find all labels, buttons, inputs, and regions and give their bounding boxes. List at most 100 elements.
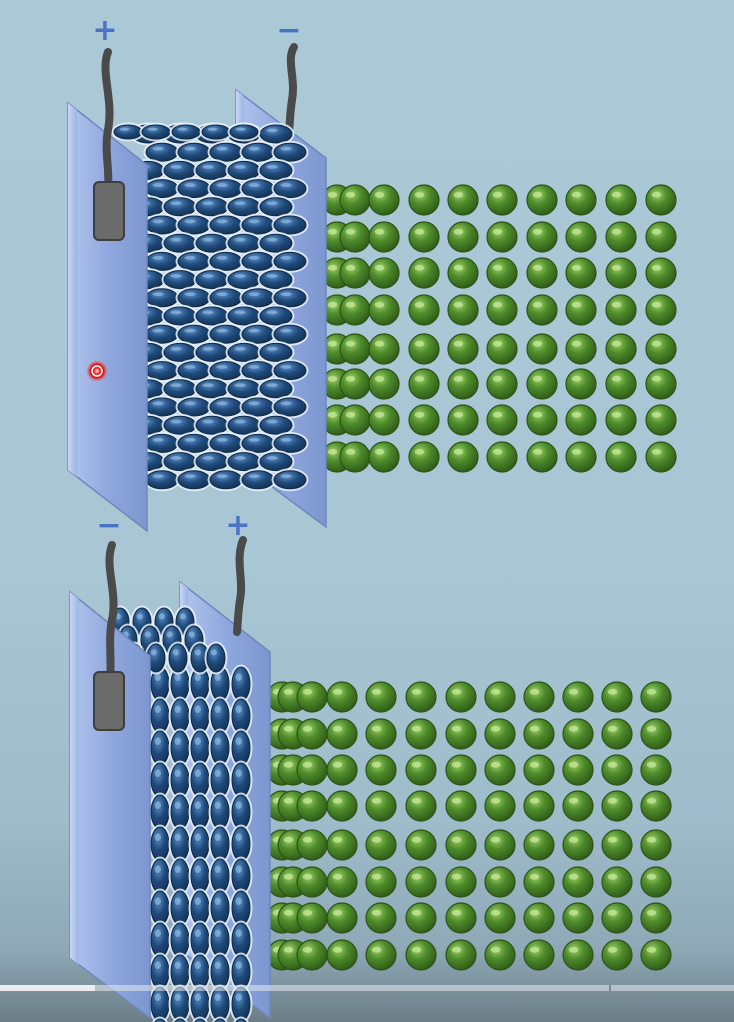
blue-ion — [241, 142, 275, 162]
blue-ion — [259, 342, 293, 362]
green-ion — [640, 718, 672, 750]
blue-ion-highlight — [280, 183, 292, 187]
blue-ion — [227, 233, 261, 253]
green-ion-highlight — [283, 909, 294, 916]
green-ion-highlight — [453, 340, 464, 347]
green-ion — [565, 333, 597, 365]
green-ion-highlight — [568, 946, 579, 953]
green-ion-highlight — [302, 761, 313, 768]
blue-ion-highlight — [248, 255, 260, 260]
green-ion — [326, 829, 358, 861]
green-ion-highlight — [414, 411, 425, 418]
blue-ion — [273, 361, 307, 381]
green-ion — [526, 221, 558, 253]
green-ion-highlight — [607, 946, 618, 953]
green-ion-highlight — [490, 946, 501, 953]
blue-ion-highlight — [214, 961, 221, 969]
green-ion-highlight — [345, 264, 356, 271]
green-ion — [605, 184, 637, 216]
green-ion — [447, 257, 479, 289]
green-ion-highlight — [414, 228, 425, 235]
green-ion-highlight — [332, 836, 343, 843]
green-ion-highlight — [332, 761, 343, 768]
green-ion-highlight — [529, 909, 540, 916]
green-ion — [526, 441, 558, 473]
green-ion-highlight — [453, 375, 464, 382]
blue-ion — [177, 179, 211, 199]
blue-ion-highlight — [234, 456, 246, 460]
green-ion — [486, 294, 518, 326]
green-ion-highlight — [492, 264, 503, 271]
green-ion-highlight — [492, 191, 503, 198]
green-ion — [484, 718, 516, 750]
blue-ion-highlight — [170, 237, 182, 242]
green-ion — [640, 902, 672, 934]
blue-ion — [177, 397, 211, 417]
blue-ion — [174, 1018, 186, 1022]
blue-ion-highlight — [194, 649, 201, 656]
blue-ion-highlight — [174, 961, 181, 969]
indicator-light — [86, 360, 108, 382]
blue-ion-highlight — [154, 705, 161, 713]
green-ion-highlight — [371, 836, 382, 843]
green-ion — [296, 939, 328, 971]
green-ion-highlight — [451, 836, 462, 843]
green-ion — [408, 221, 440, 253]
green-ion-highlight — [451, 725, 462, 732]
green-ion — [365, 939, 397, 971]
green-ion-highlight — [611, 228, 622, 235]
green-ion — [484, 754, 516, 786]
blue-ion — [171, 124, 201, 140]
blue-ion-highlight — [280, 255, 292, 260]
blue-ion — [163, 270, 197, 290]
green-ion-highlight — [607, 688, 618, 695]
green-ion — [605, 294, 637, 326]
green-ion — [408, 441, 440, 473]
blue-ion — [273, 324, 307, 344]
green-ion — [565, 221, 597, 253]
green-ion — [565, 368, 597, 400]
blue-ion — [170, 954, 190, 990]
green-ion-highlight — [283, 873, 294, 880]
green-ion-highlight — [411, 946, 422, 953]
green-ion — [484, 681, 516, 713]
blue-ion — [170, 986, 190, 1022]
video-progress-bar[interactable] — [0, 985, 734, 991]
blue-ion-highlight — [248, 146, 260, 151]
blue-ion-highlight — [266, 383, 278, 388]
green-ion-highlight — [283, 946, 294, 953]
green-ion-highlight — [651, 448, 662, 455]
blue-ion-highlight — [154, 737, 161, 745]
top-green-ions — [321, 184, 677, 473]
blue-ion-highlight — [210, 649, 217, 656]
blue-ion-highlight — [280, 292, 292, 297]
blue-ion — [231, 826, 251, 862]
blue-ion-highlight — [266, 274, 278, 278]
green-ion — [565, 184, 597, 216]
blue-ion — [210, 762, 230, 798]
blue-ion — [190, 858, 210, 894]
blue-ion — [177, 470, 211, 490]
blue-ion — [273, 251, 307, 271]
blue-ion — [195, 452, 229, 472]
blue-ion — [150, 954, 170, 990]
blue-ion — [145, 361, 179, 381]
blue-ion-highlight — [170, 201, 182, 206]
blue-ion-highlight — [280, 146, 292, 151]
blue-ion — [190, 698, 210, 734]
green-ion — [405, 939, 437, 971]
bottom-left-wire — [105, 541, 118, 684]
blue-ion-highlight — [202, 346, 214, 351]
blue-ion-highlight — [207, 127, 218, 131]
blue-ion-highlight — [184, 328, 196, 333]
blue-ion — [168, 643, 188, 673]
green-ion — [296, 902, 328, 934]
blue-ion-highlight — [152, 183, 164, 187]
blue-ion-highlight — [234, 419, 246, 424]
blue-ion — [241, 470, 275, 490]
green-ion — [526, 257, 558, 289]
green-ion-highlight — [371, 909, 382, 916]
blue-ion-highlight — [235, 993, 242, 1001]
blue-ion-highlight — [235, 961, 242, 969]
green-ion-highlight — [651, 264, 662, 271]
